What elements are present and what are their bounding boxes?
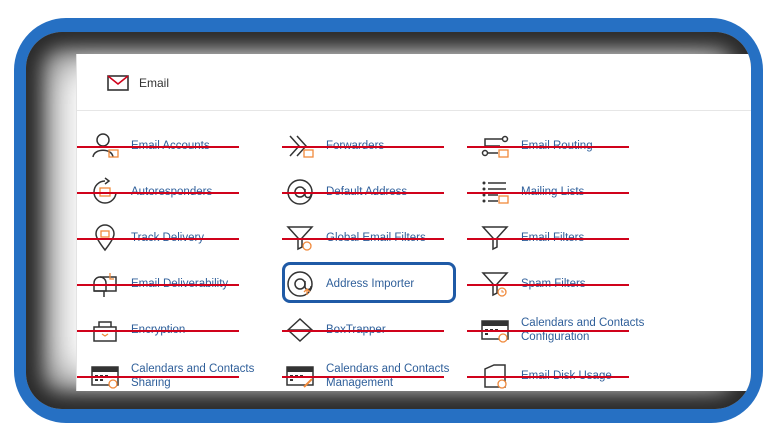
strike-line: [282, 192, 444, 194]
item-label: Address Importer: [326, 278, 415, 290]
strike-line: [282, 376, 444, 378]
strike-line: [467, 238, 629, 240]
strike-line: [467, 330, 629, 332]
highlight-box: [282, 262, 456, 303]
list-envelope-icon: [477, 174, 513, 210]
strike-line: [77, 238, 239, 240]
header-divider: [77, 110, 751, 111]
item-label: Calendars and Contacts Sharing: [131, 363, 255, 389]
vignette-area: Email Email Accounts Autoresponders: [26, 32, 751, 409]
strike-line: [77, 284, 239, 286]
strike-line: [77, 330, 239, 332]
strike-line: [77, 146, 239, 148]
item-calendars-management[interactable]: Calendars and Contacts Management: [282, 356, 456, 396]
strike-line: [467, 192, 629, 194]
at-import-icon: [282, 266, 318, 302]
envelope-icon: [107, 75, 129, 91]
strike-line: [467, 376, 629, 378]
strike-line: [467, 146, 629, 148]
disk-usage-icon: [477, 358, 513, 394]
strike-line: [77, 376, 239, 378]
strike-line: [282, 330, 444, 332]
item-address-importer[interactable]: Address Importer: [282, 264, 414, 304]
item-label: Calendars and Contacts Management: [326, 363, 450, 389]
strike-line: [77, 192, 239, 194]
email-panel: Email Email Accounts Autoresponders: [76, 54, 751, 391]
section-header: Email: [107, 68, 169, 98]
strike-line: [467, 284, 629, 286]
strike-line: [282, 146, 444, 148]
lock-box-icon: [87, 312, 123, 348]
strike-line: [282, 238, 444, 240]
item-label: Calendars and Contacts Configuration: [521, 317, 645, 343]
blue-frame: Email Email Accounts Autoresponders: [14, 18, 763, 423]
section-title: Email: [139, 76, 170, 90]
